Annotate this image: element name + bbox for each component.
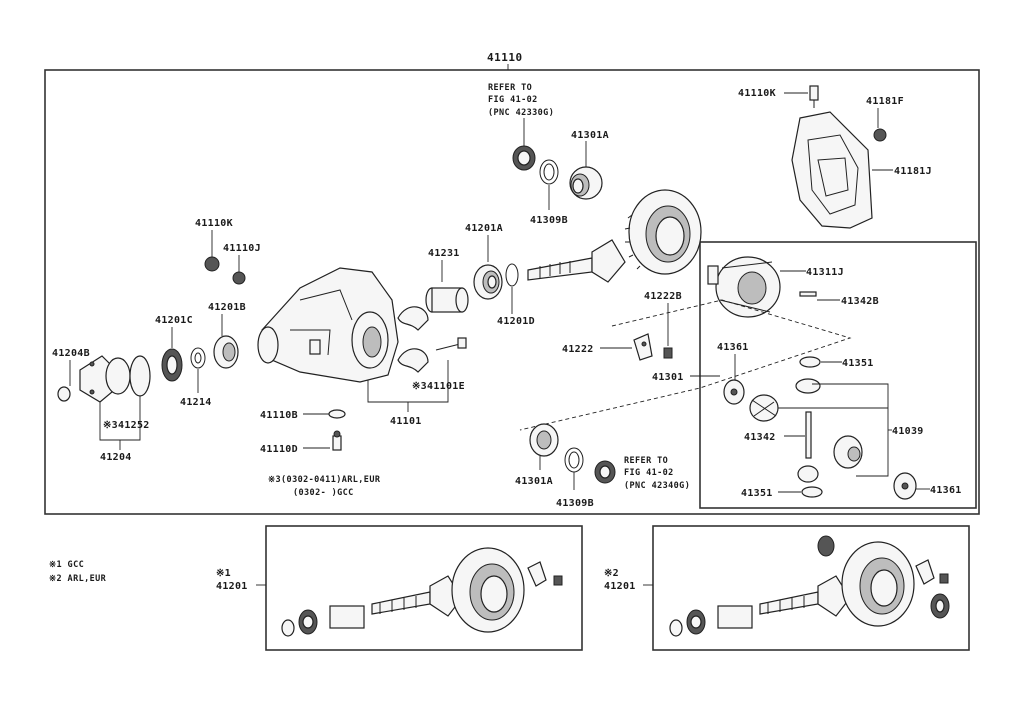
sub2-part-number: 41201 <box>604 581 636 592</box>
part-label-41039: 41039 <box>892 426 924 437</box>
oil-seal-41201c-part <box>161 348 183 382</box>
part-label-41222: 41222 <box>562 344 594 355</box>
washer-41309b-top-part <box>539 159 559 185</box>
part-label-41110k-left: 41110K <box>195 218 233 229</box>
legend-note2: ※2 ARL,EUR <box>49 574 107 584</box>
main-assembly-frame <box>44 69 980 515</box>
part-label-41201c: 41201C <box>155 315 193 326</box>
bearing-41201a-part <box>473 264 503 300</box>
part-label-41342b: 41342B <box>841 296 879 307</box>
lock-plate-part <box>633 333 653 361</box>
refer-note-bottom-line1: REFER TO <box>624 456 668 466</box>
refer-note-bottom-line3: (PNC 42340G) <box>624 481 690 491</box>
part-label-41351-top: 41351 <box>842 358 874 369</box>
sub-assembly-frame-2 <box>652 525 970 651</box>
part-label-41201b: 41201B <box>208 302 246 313</box>
differential-case-frame <box>699 241 977 509</box>
thrust-washer-41361-bottom-part <box>893 472 917 500</box>
refer-note-bottom-line2: FIG 41-02 <box>624 468 674 478</box>
stud-bolt-part <box>435 337 467 351</box>
thrust-washer-41361-top-part <box>723 379 745 405</box>
drain-plug-part <box>204 256 220 272</box>
refer-note-top-line3: (PNC 42330G) <box>488 108 554 118</box>
bearing-41201b-part <box>213 335 239 369</box>
gasket-41110b-part <box>328 409 346 419</box>
part-label-41351-bottom: 41351 <box>741 488 773 499</box>
part-label-41361-top: 41361 <box>717 342 749 353</box>
bearing-cap-part <box>397 306 429 373</box>
washer-41201d-part <box>505 263 519 287</box>
oil-seal-bottom-part <box>594 460 616 484</box>
part-label-41110d: 41110D <box>260 444 298 455</box>
diff-case-part <box>707 256 781 318</box>
part-label-41301: 41301 <box>652 372 684 383</box>
part-label-41201a: 41201A <box>465 223 503 234</box>
refer-note-top-line2: FIG 41-02 <box>488 95 538 105</box>
part-label-41181j: 41181J <box>894 166 932 177</box>
part-label-41201d: 41201D <box>497 316 535 327</box>
part-label-41181f: 41181F <box>866 96 904 107</box>
legend-note1: ※1 GCC <box>49 560 84 570</box>
breather-plug-part <box>809 85 819 108</box>
bearing-41301a-bottom-part <box>529 423 559 457</box>
pinion-gear-bottom-part <box>797 465 819 483</box>
part-label-41301a-bottom: 41301A <box>515 476 553 487</box>
ring-gear-part <box>624 189 702 275</box>
part-label-41214: 41214 <box>180 397 212 408</box>
washer-41214-part <box>190 347 206 369</box>
part-label-41204: 41204 <box>100 452 132 463</box>
bolt-41222b-part <box>663 347 673 359</box>
carrier-cover-part <box>791 111 873 229</box>
part-label-41231: 41231 <box>428 248 460 259</box>
nut-41204b-part <box>57 386 71 402</box>
companion-flange-part <box>79 355 151 403</box>
part-label-41311j: 41311J <box>806 267 844 278</box>
note3-line1: ※3(0302-0411)ARL,EUR <box>268 475 381 485</box>
part-label-41204b: 41204B <box>52 348 90 359</box>
part-label-41309b-bottom: 41309B <box>556 498 594 509</box>
sub1-part-number: 41201 <box>216 581 248 592</box>
oil-seal-top-part <box>512 145 536 171</box>
refer-note-top-line1: REFER TO <box>488 83 532 93</box>
bearing-41301a-top-part <box>569 166 603 200</box>
part-label-41361-bottom: 41361 <box>930 485 962 496</box>
filler-plug-part <box>232 271 246 285</box>
sub2-mark: ※2 <box>604 568 619 579</box>
side-gear-upper-part <box>795 378 821 394</box>
carrier-housing-part <box>257 267 399 383</box>
part-label-41101: 41101 <box>390 416 422 427</box>
drive-pinion-part <box>527 239 626 283</box>
part-label-41101e: ※341101E <box>412 381 465 392</box>
spacer-41231-part <box>425 287 469 313</box>
side-gear-lower-part <box>833 435 863 469</box>
part-label-41110j: 41110J <box>223 243 261 254</box>
part-label-41252: ※341252 <box>103 420 150 431</box>
part-label-41222b: 41222B <box>644 291 682 302</box>
assembly-number-label: 41110 <box>487 51 523 64</box>
thrust-washer-41351-bottom-part <box>801 486 823 498</box>
washer-41309b-bottom-part <box>564 447 584 473</box>
sub-assembly-frame-1 <box>265 525 583 651</box>
sub1-mark: ※1 <box>216 568 231 579</box>
plug-41110d-part <box>332 430 342 451</box>
pin-41342b-part <box>799 291 817 297</box>
thrust-washer-41351-top-part <box>799 356 821 368</box>
part-label-41110b: 41110B <box>260 410 298 421</box>
sub2-gear-set-part <box>669 535 950 637</box>
note3-line2: (0302- )GCC <box>293 488 354 498</box>
part-label-41110k-top: 41110K <box>738 88 776 99</box>
bolt-41181f-part <box>873 128 887 142</box>
part-label-41309b-top: 41309B <box>530 215 568 226</box>
part-label-41301a-top: 41301A <box>571 130 609 141</box>
pinion-shaft-41342-part <box>805 411 812 459</box>
part-label-41342: 41342 <box>744 432 776 443</box>
sub1-gear-set-part <box>281 547 563 637</box>
pinion-gear-left-part <box>749 394 779 422</box>
